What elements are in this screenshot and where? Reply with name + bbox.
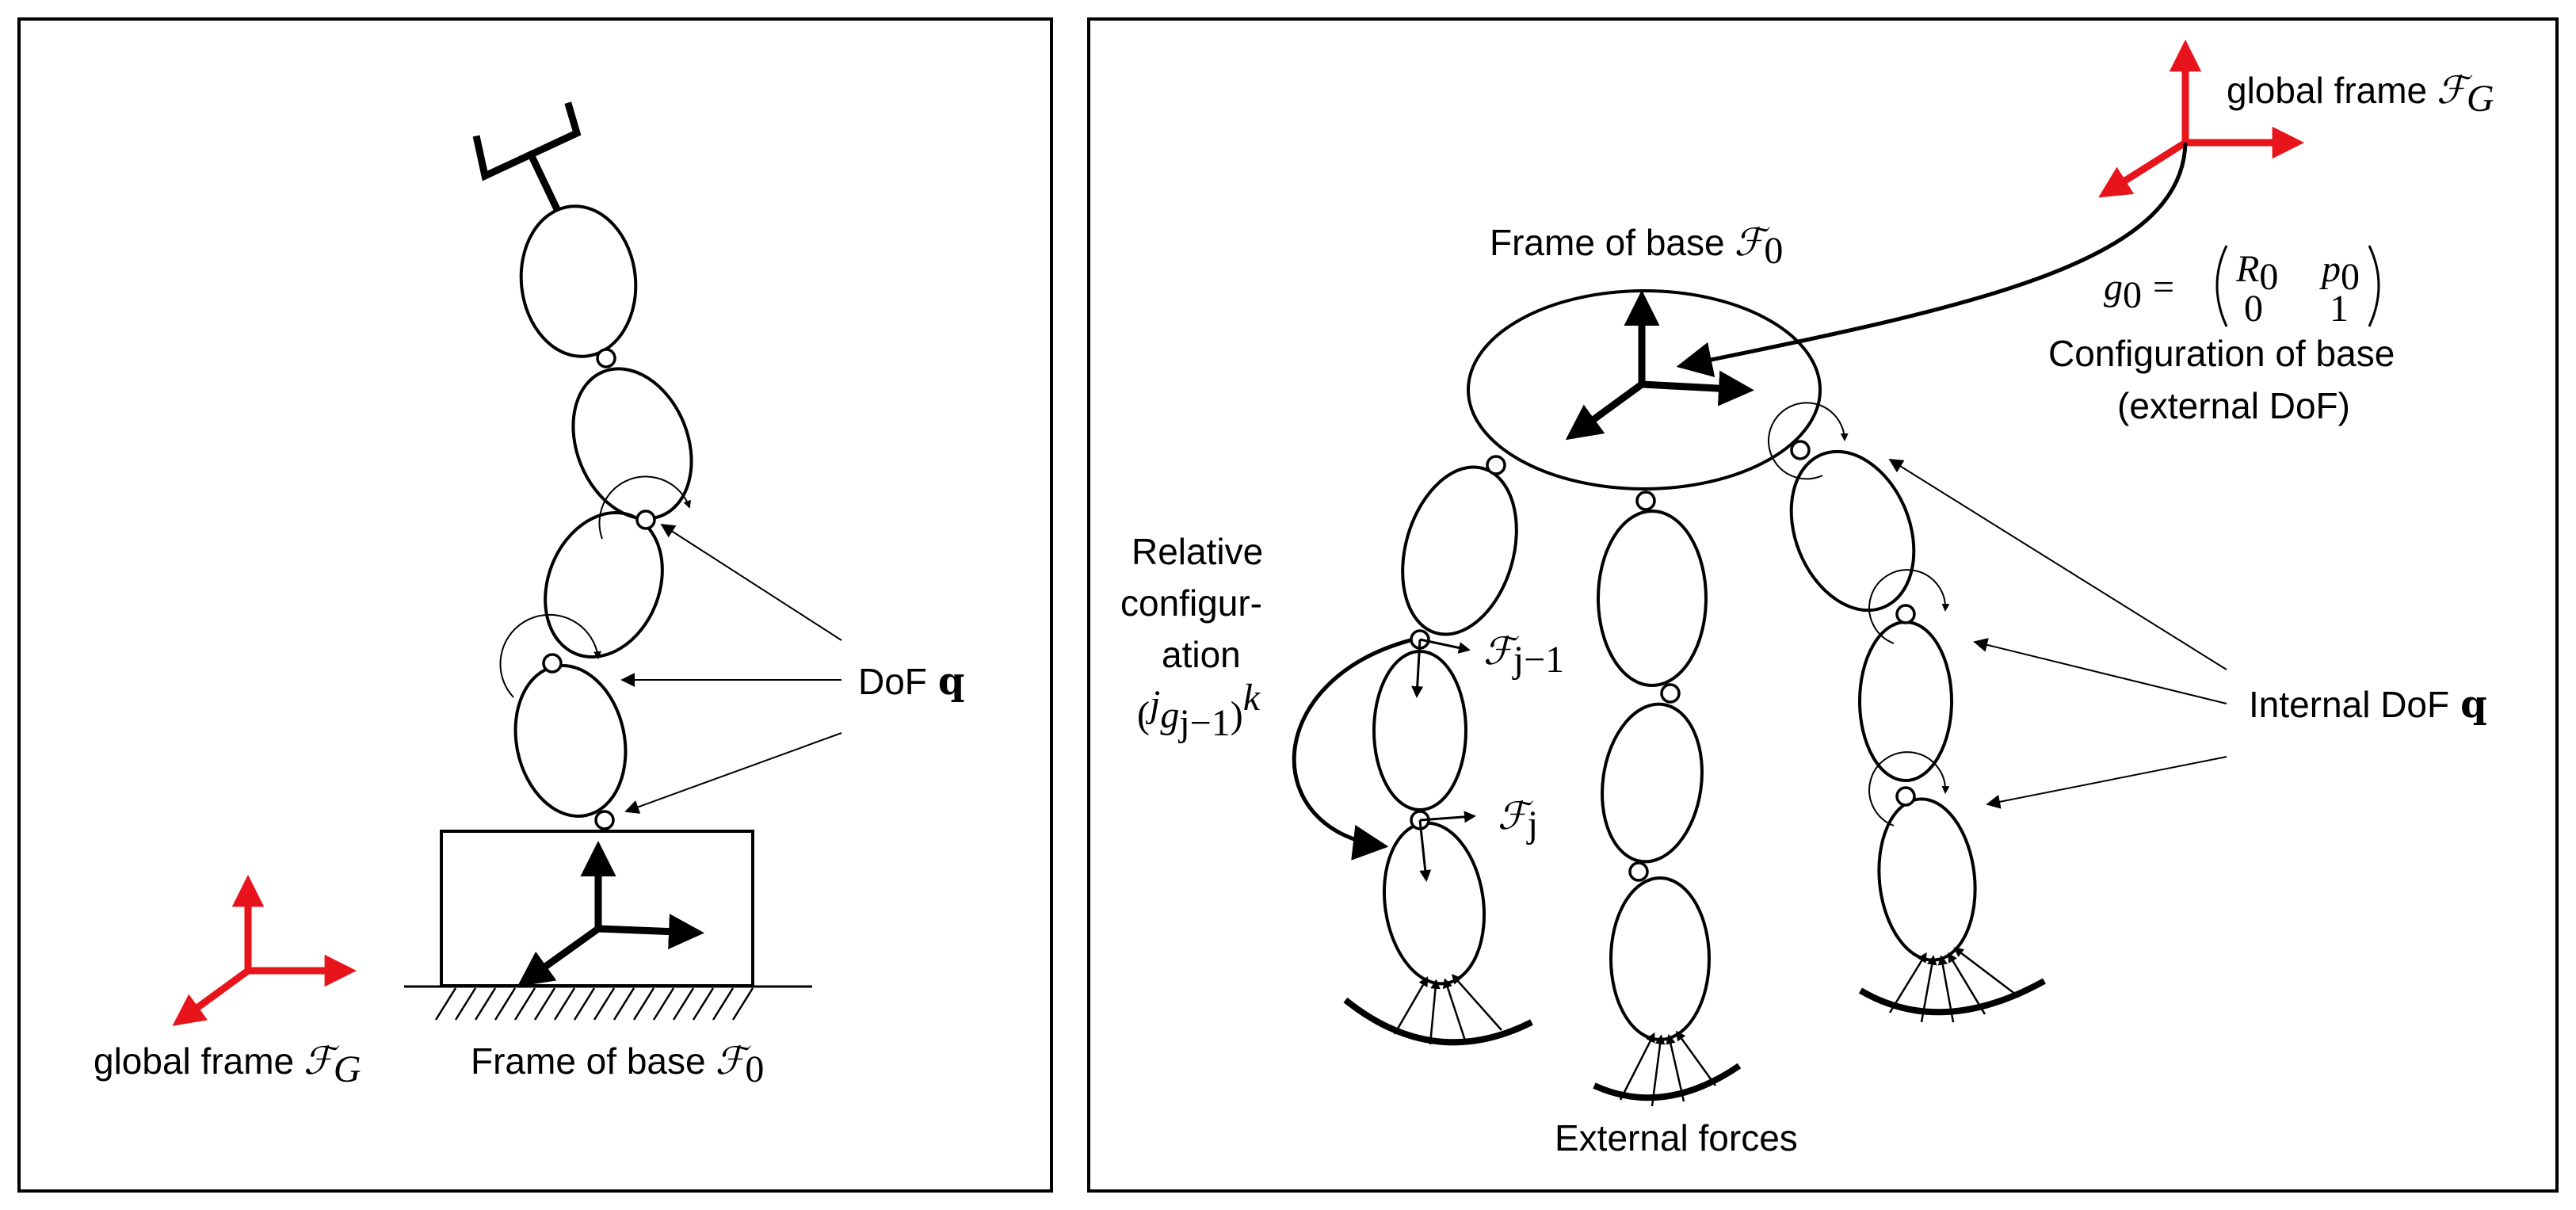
svg-text:g0=: g0= [2104,266,2174,316]
base-frame-axes [1565,290,1754,441]
force-arrow [1393,976,1429,1035]
link-ellipse [1382,821,1486,986]
force-arrow [1619,1032,1655,1101]
matrix-right-paren [2368,245,2380,327]
ground-hatch-line [652,987,675,1021]
right-leg-rotation-arcs [1768,402,1950,826]
link-ellipse [519,204,638,358]
force-arrow [1888,952,1927,1013]
ground-hatch-line [632,987,655,1021]
frame-j-label: ℱj [1498,796,1538,845]
force-arrow [1666,1033,1685,1102]
right-panel-border [1087,17,2559,1193]
svg-text:0: 0 [2244,288,2263,330]
frame-j-minus-1-label: ℱj−1 [1483,631,1564,681]
config-label-line1: Configuration of base [2048,333,2395,374]
ground-hatch-line [731,987,754,1021]
force-arrow [1451,974,1502,1031]
ground-hatch-line [593,987,616,1021]
ground-hatch-line [672,987,695,1021]
ground-hatch-line [513,987,536,1021]
force-arrow [1675,1030,1717,1086]
joints [542,348,656,830]
internal-dof-pointers [1888,459,2227,809]
matrix-left-paren [2215,245,2228,327]
relative-configuration-arrow [1292,638,1411,861]
ground-hatch-line [712,987,735,1021]
ground-hatch-line [533,987,556,1021]
external-forces-label: External forces [1555,1117,1798,1158]
link-ellipse [1401,465,1518,636]
left-leg [1372,465,1518,986]
ground-hatch-line [573,987,596,1021]
link-ellipse [1372,650,1467,811]
base-configuration-equation: g0= R0 p0 0 1 [2104,245,2380,330]
dof-pointers [620,524,842,814]
force-arrow [1429,979,1441,1045]
link-ellipse [1601,702,1704,864]
relative-label-line2: configur- [1120,582,1262,624]
ground-hatch [434,987,754,1021]
joint [635,510,656,530]
end-effector-gripper [472,101,582,213]
joint-rotation-arcs [499,475,691,698]
joint [596,348,616,368]
link-ellipse [544,510,664,659]
middle-leg [1597,510,1711,1041]
relative-label-line3: ation [1162,634,1241,675]
external-forces [1343,947,2046,1107]
joint [594,810,615,830]
ground-hatch-line [474,987,497,1021]
force-arrow [1651,1034,1666,1107]
svg-text:1: 1 [2330,288,2349,330]
svg-text:p0: p0 [2319,248,2360,298]
force-arrow [1937,955,1955,1023]
relative-label-line1: Relative [1132,531,1263,572]
link-ellipse [1877,797,1977,962]
force-arrow [1948,952,1986,1015]
config-label-line2: (external DoF) [2117,385,2350,426]
link-ellipse [571,367,693,521]
right-leg [1789,449,1977,962]
ground-hatch-line [553,987,576,1021]
ground-hatch-line [613,987,635,1021]
link-ellipse [1609,876,1711,1041]
link-ellipse [1597,510,1708,687]
ground-hatch-line [434,987,457,1021]
base-frame-axes [517,841,704,987]
base-configuration-arrow [1676,142,2188,378]
ground-hatch-line [692,987,715,1021]
ground-hatch-line [494,987,517,1021]
force-arrow [1953,947,2020,998]
ground-hatch-line [454,987,477,1021]
right-leg-joints [1790,440,1916,807]
left-panel-border [17,17,1053,1193]
link-ellipse [1789,449,1916,613]
link-ellipse [1858,620,1953,782]
serial-chain-links [513,204,693,818]
middle-leg-joints [1628,490,1681,882]
svg-text:R0: R0 [2235,248,2278,298]
global-frame-axes [2098,39,2305,198]
link-ellipse [513,664,628,818]
global-frame-axes [172,874,357,1026]
force-arrow [1920,955,1937,1023]
force-arrow [1442,978,1467,1044]
relative-configuration-expression: (jgj−1)k [1137,677,1261,744]
left-leg-link-frames [1411,638,1476,882]
joint [542,653,563,674]
